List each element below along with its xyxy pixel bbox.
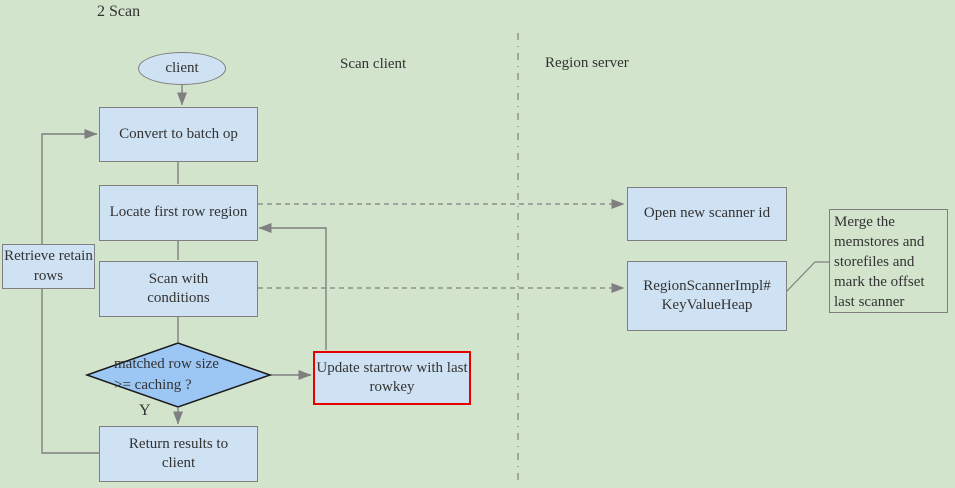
decision-label: matched row size >= caching ? <box>114 356 219 393</box>
edge-return-loop-to-convert <box>41 129 99 454</box>
node-scan-with-conditions[interactable]: Scan with conditions <box>99 261 258 317</box>
node-client-terminator[interactable]: client <box>138 52 226 85</box>
decision-diamond-shape[interactable] <box>84 342 273 408</box>
note-merge-memstores: Merge the memstores and storefiles and m… <box>829 209 948 313</box>
node-locate-first-row-region[interactable]: Locate first row region <box>99 185 258 241</box>
node-region-scanner-impl[interactable]: RegionScannerImpl# KeyValueHeap <box>627 261 787 331</box>
note-callout-line <box>785 261 829 293</box>
edge-label-yes: Y <box>139 402 151 419</box>
diagram-title: 2 Scan <box>97 3 141 20</box>
lane-label-region-server: Region server <box>545 55 629 71</box>
node-update-startrow[interactable]: Update startrow with last rowkey <box>313 351 471 405</box>
lane-label-scan-client: Scan client <box>340 56 407 72</box>
node-convert-to-batch-op[interactable]: Convert to batch op <box>99 107 258 162</box>
node-retrieve-retain-rows[interactable]: Retrieve retain rows <box>2 244 95 289</box>
edge-update-to-locate <box>258 223 327 350</box>
node-return-results-to-client[interactable]: Return results to client <box>99 426 258 482</box>
node-open-new-scanner-id[interactable]: Open new scanner id <box>627 187 787 241</box>
